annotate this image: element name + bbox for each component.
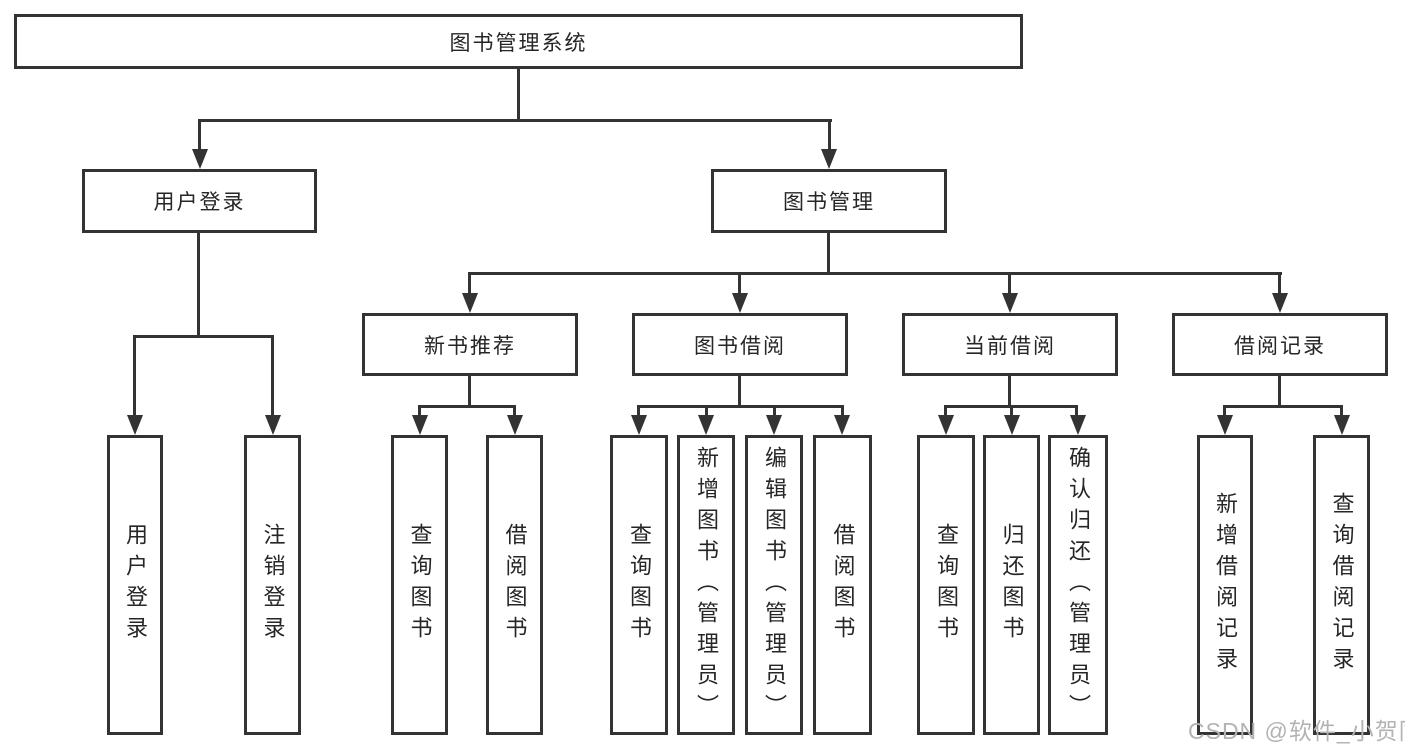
- connector-line: [513, 405, 516, 417]
- connector-line: [944, 405, 947, 417]
- connector-line: [197, 233, 200, 337]
- connector-line: [738, 272, 741, 295]
- leaf-logout: 注销登录: [244, 435, 301, 735]
- connector-line: [1278, 376, 1281, 408]
- node-new-book-recommendation: 新书推荐: [362, 313, 578, 376]
- connector-line: [1278, 272, 1281, 295]
- connector-line: [705, 405, 708, 417]
- leaf-search-borrow-record: 查询借阅记录: [1313, 435, 1370, 735]
- arrowhead-icon: [1070, 415, 1086, 435]
- node-borrowing-records: 借阅记录: [1172, 313, 1388, 376]
- node-book-management: 图书管理: [711, 169, 947, 233]
- connector-line: [271, 335, 274, 417]
- arrowhead-icon: [938, 415, 954, 435]
- connector-line: [827, 233, 830, 275]
- connector-line: [738, 376, 741, 408]
- arrowhead-icon: [766, 415, 782, 435]
- arrowhead-icon: [1217, 415, 1233, 435]
- leaf-search-books-recommend: 查询图书: [391, 435, 448, 735]
- leaf-borrow-books-recommend: 借阅图书: [486, 435, 543, 735]
- leaf-search-books-borrow: 查询图书: [610, 435, 668, 735]
- connector-line: [637, 405, 640, 417]
- leaf-user-login: 用户登录: [107, 435, 163, 735]
- connector-line: [468, 272, 471, 295]
- leaf-add-borrow-record: 新增借阅记录: [1197, 435, 1253, 735]
- arrowhead-icon: [1334, 415, 1350, 435]
- connector-line: [1008, 376, 1011, 408]
- connector-line: [1223, 405, 1226, 417]
- connector-line: [418, 405, 421, 417]
- connector-line: [468, 376, 471, 408]
- connector-line: [1223, 405, 1343, 408]
- connector-line: [468, 272, 1282, 275]
- node-current-borrowing: 当前借阅: [902, 313, 1118, 376]
- connector-line: [418, 405, 516, 408]
- arrowhead-icon: [1272, 293, 1288, 313]
- arrowhead-icon: [834, 415, 850, 435]
- csdn-watermark: CSDN @软件_小贺同学: [1188, 718, 1405, 744]
- node-book-borrowing: 图书借阅: [632, 313, 848, 376]
- leaf-borrow-books: 借阅图书: [813, 435, 872, 735]
- arrowhead-icon: [192, 149, 208, 169]
- arrowhead-icon: [127, 415, 143, 435]
- leaf-add-books-admin: 新增图书（管理员）: [677, 435, 735, 735]
- arrowhead-icon: [412, 415, 428, 435]
- node-user-login: 用户登录: [82, 169, 317, 233]
- arrowhead-icon: [462, 293, 478, 313]
- leaf-confirm-return-admin: 确认归还（管理员）: [1048, 435, 1108, 735]
- arrowhead-icon: [265, 415, 281, 435]
- arrowhead-icon: [1002, 293, 1018, 313]
- leaf-search-books-current: 查询图书: [917, 435, 975, 735]
- connector-line: [1010, 405, 1013, 417]
- leaf-edit-books-admin: 编辑图书（管理员）: [745, 435, 803, 735]
- connector-line: [1008, 272, 1011, 295]
- connector-line: [773, 405, 776, 417]
- connector-line: [1075, 405, 1078, 417]
- connector-line: [637, 405, 843, 408]
- arrowhead-icon: [507, 415, 523, 435]
- arrowhead-icon: [821, 149, 837, 169]
- connector-line: [133, 335, 274, 338]
- node-root: 图书管理系统: [14, 14, 1023, 69]
- arrowhead-icon: [1004, 415, 1020, 435]
- connector-line: [1340, 405, 1343, 417]
- connector-line: [828, 119, 831, 151]
- connector-line: [198, 119, 832, 122]
- arrowhead-icon: [631, 415, 647, 435]
- arrowhead-icon: [698, 415, 714, 435]
- connector-line: [841, 405, 844, 417]
- leaf-return-books: 归还图书: [983, 435, 1040, 735]
- arrowhead-icon: [732, 293, 748, 313]
- connector-line: [198, 119, 201, 151]
- connector-line: [517, 69, 520, 122]
- connector-line: [133, 335, 136, 417]
